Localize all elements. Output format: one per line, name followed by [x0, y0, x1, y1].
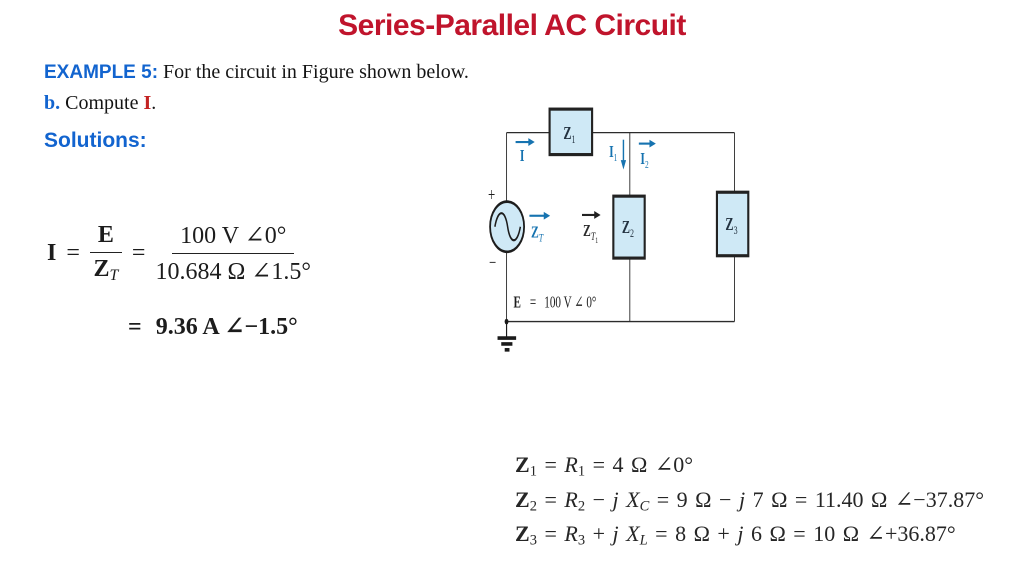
- circuit-wires: [506, 131, 735, 323]
- source-plus-sign: +: [488, 186, 495, 206]
- impedance-equations: Z1 = R1 = 4 Ω ∠0° Z2 = R2 − j XC = 9 Ω −…: [515, 451, 984, 555]
- current-I-arrowhead: [528, 138, 535, 146]
- eq-numeric-fraction: 100 V ∠0° 10.684 Ω ∠1.5°: [155, 221, 311, 286]
- part-label: b.: [44, 92, 61, 114]
- result-equals: =: [128, 314, 142, 340]
- eq-symbolic-denominator: ZT: [93, 256, 119, 284]
- result-value: 9.36 A ∠−1.5°: [155, 314, 298, 340]
- current-equation: I = E ZT = 100 V ∠0° 10.684 Ω ∠1.5°: [47, 221, 311, 286]
- current-I2-arrowhead: [649, 139, 656, 148]
- impedance-box-z1: [548, 107, 594, 157]
- z2-box-label: Z2: [622, 218, 634, 241]
- ground-symbol: [497, 321, 517, 352]
- z2-equation: Z2 = R2 − j XC = 9 Ω − j 7 Ω = 11.40 Ω ∠…: [515, 486, 984, 515]
- z1-box-label: Z1: [563, 124, 575, 147]
- zt1-arrowhead: [594, 211, 601, 219]
- z1-equation: Z1 = R1 = 4 Ω ∠0°: [515, 452, 694, 480]
- zt1-arrow-group: [582, 211, 601, 219]
- part-current-symbol: I: [143, 92, 152, 114]
- eq-lhs: I: [47, 240, 57, 266]
- ground-junction-dot: [504, 318, 509, 325]
- eq-numeric-numerator: 100 V ∠0°: [172, 221, 295, 254]
- example-label: EXAMPLE 5:: [44, 62, 159, 83]
- sine-wave-icon: [494, 212, 522, 242]
- impedance-box-z3: [715, 190, 750, 258]
- zt1-label: ZT1: [583, 222, 598, 245]
- solutions-label: Solutions:: [44, 129, 147, 152]
- impedance-box-z2: [612, 194, 646, 260]
- eq-numeric-denominator: 10.684 Ω ∠1.5°: [155, 259, 311, 285]
- current-I2-label: I2: [640, 150, 649, 171]
- zt-label: ZT: [531, 224, 544, 245]
- eq-equals-1: =: [66, 240, 80, 266]
- example-line: EXAMPLE 5: For the circuit in Figure sho…: [44, 61, 469, 84]
- z3-equation: Z3 = R3 + j XL = 8 Ω + j 6 Ω = 10 Ω ∠+36…: [515, 521, 956, 549]
- part-line: b. Compute I.: [44, 92, 156, 115]
- equation-result: = 9.36 A ∠−1.5°: [128, 311, 298, 341]
- eq-symbolic-fraction: E ZT: [89, 222, 122, 285]
- part-period: .: [151, 92, 157, 114]
- example-text: For the circuit in Figure shown below.: [158, 61, 469, 83]
- eq-equals-2: =: [131, 240, 146, 266]
- z3-box-label: Z3: [725, 215, 737, 238]
- eq-symbolic-numerator: E: [89, 222, 122, 254]
- current-I-label: I: [520, 147, 525, 166]
- current-I1-label: I1: [609, 143, 618, 164]
- slide-title: Series-Parallel AC Circuit: [338, 9, 686, 42]
- current-I1-arrowhead: [620, 160, 627, 170]
- source-voltage-label: E=100 V ∠ 0°: [513, 293, 596, 312]
- circuit-diagram: + − Z1 Z2 Z3 I I1 I2 ZT ZT1 E=: [488, 107, 750, 352]
- current-arrows: [515, 138, 656, 220]
- zt-arrowhead: [543, 211, 551, 220]
- source-minus-sign: −: [489, 253, 496, 273]
- part-text: Compute: [60, 92, 144, 114]
